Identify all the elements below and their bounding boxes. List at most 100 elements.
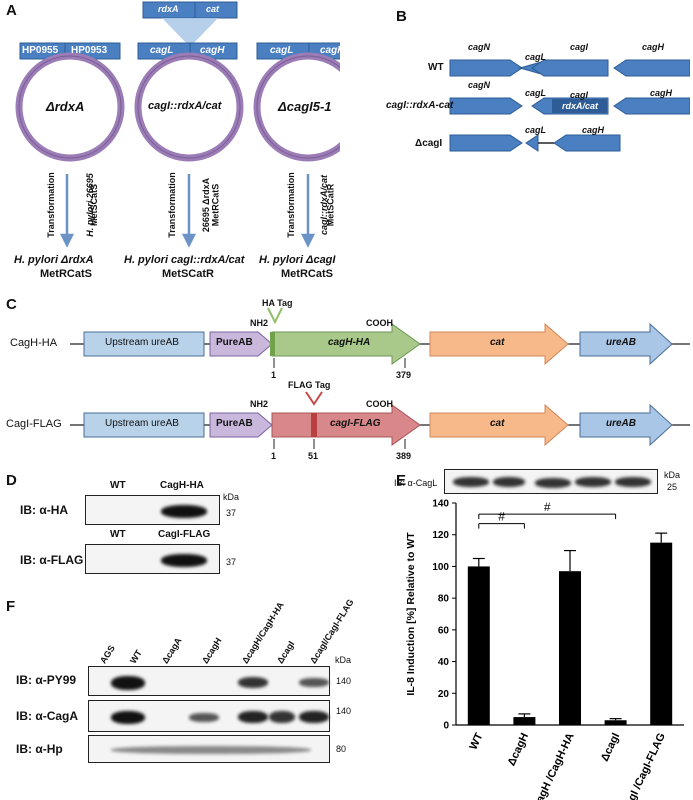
- c-row1-upstream: Upstream ureAB: [105, 337, 179, 348]
- panel-d-label: D: [6, 472, 17, 489]
- band: [453, 477, 489, 487]
- band: [238, 677, 268, 688]
- plasmid-1-name: ΔrdxA: [46, 99, 85, 114]
- result-3-pheno: MetRCatS: [281, 268, 333, 280]
- gene-cagh-2: cagH: [320, 45, 345, 56]
- b-r2-cagl: cagL: [525, 88, 547, 98]
- band: [111, 746, 311, 754]
- f-blot-py99: [88, 666, 330, 696]
- sig-mark: #: [498, 510, 505, 524]
- panel-f-label: F: [6, 598, 16, 615]
- gene-hp0955: HP0955: [22, 45, 59, 56]
- c-row1-gene: cagH-HA: [328, 337, 371, 348]
- band: [535, 478, 571, 488]
- f-blot-hp: [88, 735, 330, 763]
- y-tick-label: 120: [432, 530, 449, 541]
- band: [111, 676, 145, 690]
- b-r1-cagn: cagN: [468, 42, 491, 52]
- x-tick-label: ΔcagH: [506, 731, 532, 768]
- f-ib-hp: IB: α-Hp: [16, 742, 63, 756]
- rdxa-label: rdxA: [158, 4, 179, 14]
- transform-3: Transformation: [285, 172, 296, 238]
- panel-b-label: B: [396, 8, 407, 25]
- d-blot-ha: [85, 495, 220, 525]
- band: [299, 711, 329, 723]
- f-ib-caga: IB: α-CagA: [16, 709, 79, 723]
- y-tick-label: 20: [438, 689, 450, 700]
- band: [161, 505, 207, 518]
- y-axis-title: IL-8 Induction [%] Relative to WT: [405, 532, 417, 696]
- c-row2-cooh: COOH: [366, 399, 393, 409]
- gene-cagl-1: cagL: [150, 45, 174, 56]
- f-blot-caga: [88, 700, 330, 732]
- c-row1-cooh: COOH: [366, 318, 393, 328]
- cat-label: cat: [206, 4, 220, 14]
- c-row2-ureab: ureAB: [606, 418, 637, 429]
- c-row1-tag: HA Tag: [262, 298, 293, 308]
- panel-a-label: A: [6, 2, 17, 19]
- e-kda-label: kDa: [664, 470, 681, 480]
- result-1-pheno: MetRCatS: [40, 268, 92, 280]
- gene-cagh-1: cagH: [200, 45, 225, 56]
- result-1: H. pylori ΔrdxA: [14, 254, 94, 266]
- result-2: H. pylori cagI::rdxA/cat: [124, 254, 245, 266]
- band: [189, 713, 219, 722]
- y-tick-label: 40: [438, 657, 450, 668]
- y-tick-label: 140: [432, 499, 449, 510]
- gene-cagl-2: cagL: [270, 45, 294, 56]
- e-blot-cagl: [444, 469, 658, 494]
- band: [111, 711, 145, 724]
- band: [493, 477, 525, 487]
- bar: [467, 566, 490, 725]
- d-lane-cagh-ha: CagH-HA: [160, 480, 204, 491]
- b-r1-cagh: cagH: [642, 42, 665, 52]
- panel-b-diagram: [449, 59, 690, 152]
- y-tick-label: 100: [432, 562, 449, 573]
- b-r2-cagi: cagI: [570, 90, 589, 100]
- f-kda-140-2: 140: [336, 706, 352, 716]
- c-row1-end: 379: [396, 370, 412, 380]
- f-kda-label: kDa: [335, 655, 352, 665]
- f-kda-140-1: 140: [336, 676, 352, 686]
- b-r3-cagl: cagL: [525, 125, 547, 135]
- bar: [604, 720, 627, 725]
- c-row1-promoter: PureAB: [216, 337, 253, 348]
- c-row2-label: CagI-FLAG: [6, 418, 62, 430]
- band: [238, 711, 268, 723]
- b-r2-cagh: cagH: [650, 88, 673, 98]
- b-r3-cagh: cagH: [582, 125, 605, 135]
- x-tick-label: ΔcagH /CagH-HA: [528, 731, 577, 800]
- transform-1: Transformation: [45, 172, 56, 238]
- panel-e-label: E: [396, 472, 407, 489]
- bar: [513, 717, 536, 725]
- d-kda-37-2: 37: [226, 557, 237, 567]
- result-2-pheno: MetSCatR: [162, 268, 214, 280]
- result-3: H. pylori ΔcagI: [259, 254, 336, 266]
- pheno-3: MetSCatR: [325, 183, 336, 227]
- e-ib-cagl: IB: α-CagL: [394, 478, 438, 488]
- c-row1-start: 1: [271, 370, 277, 380]
- c-row1-cat: cat: [490, 337, 505, 348]
- d-lane-cagi-flag: CagI-FLAG: [158, 529, 211, 540]
- x-tick-label: WT: [467, 731, 485, 752]
- y-tick-label: 80: [438, 594, 450, 605]
- d-kda-37-1: 37: [226, 508, 237, 518]
- band: [575, 477, 611, 487]
- transform-2: Transformation: [166, 172, 177, 238]
- c-row2-nh2: NH2: [250, 399, 269, 409]
- gene-hp0953: HP0953: [71, 45, 108, 56]
- c-row2-tag: FLAG Tag: [288, 380, 331, 390]
- f-kda-80: 80: [336, 744, 347, 754]
- band: [299, 678, 329, 687]
- d-lane-wt-1: WT: [110, 480, 126, 491]
- band: [269, 711, 295, 723]
- bar: [650, 542, 673, 725]
- e-kda-25: 25: [667, 482, 678, 492]
- d-kda-label: kDa: [223, 492, 240, 502]
- plasmid-3-name: ΔcagI5-1: [278, 99, 332, 114]
- f-lane-label: ΔcagH: [200, 635, 224, 666]
- c-row2-start: 1: [271, 451, 277, 461]
- panel-c-diagram: [70, 307, 690, 449]
- pheno-1: MetSCatS: [89, 183, 100, 227]
